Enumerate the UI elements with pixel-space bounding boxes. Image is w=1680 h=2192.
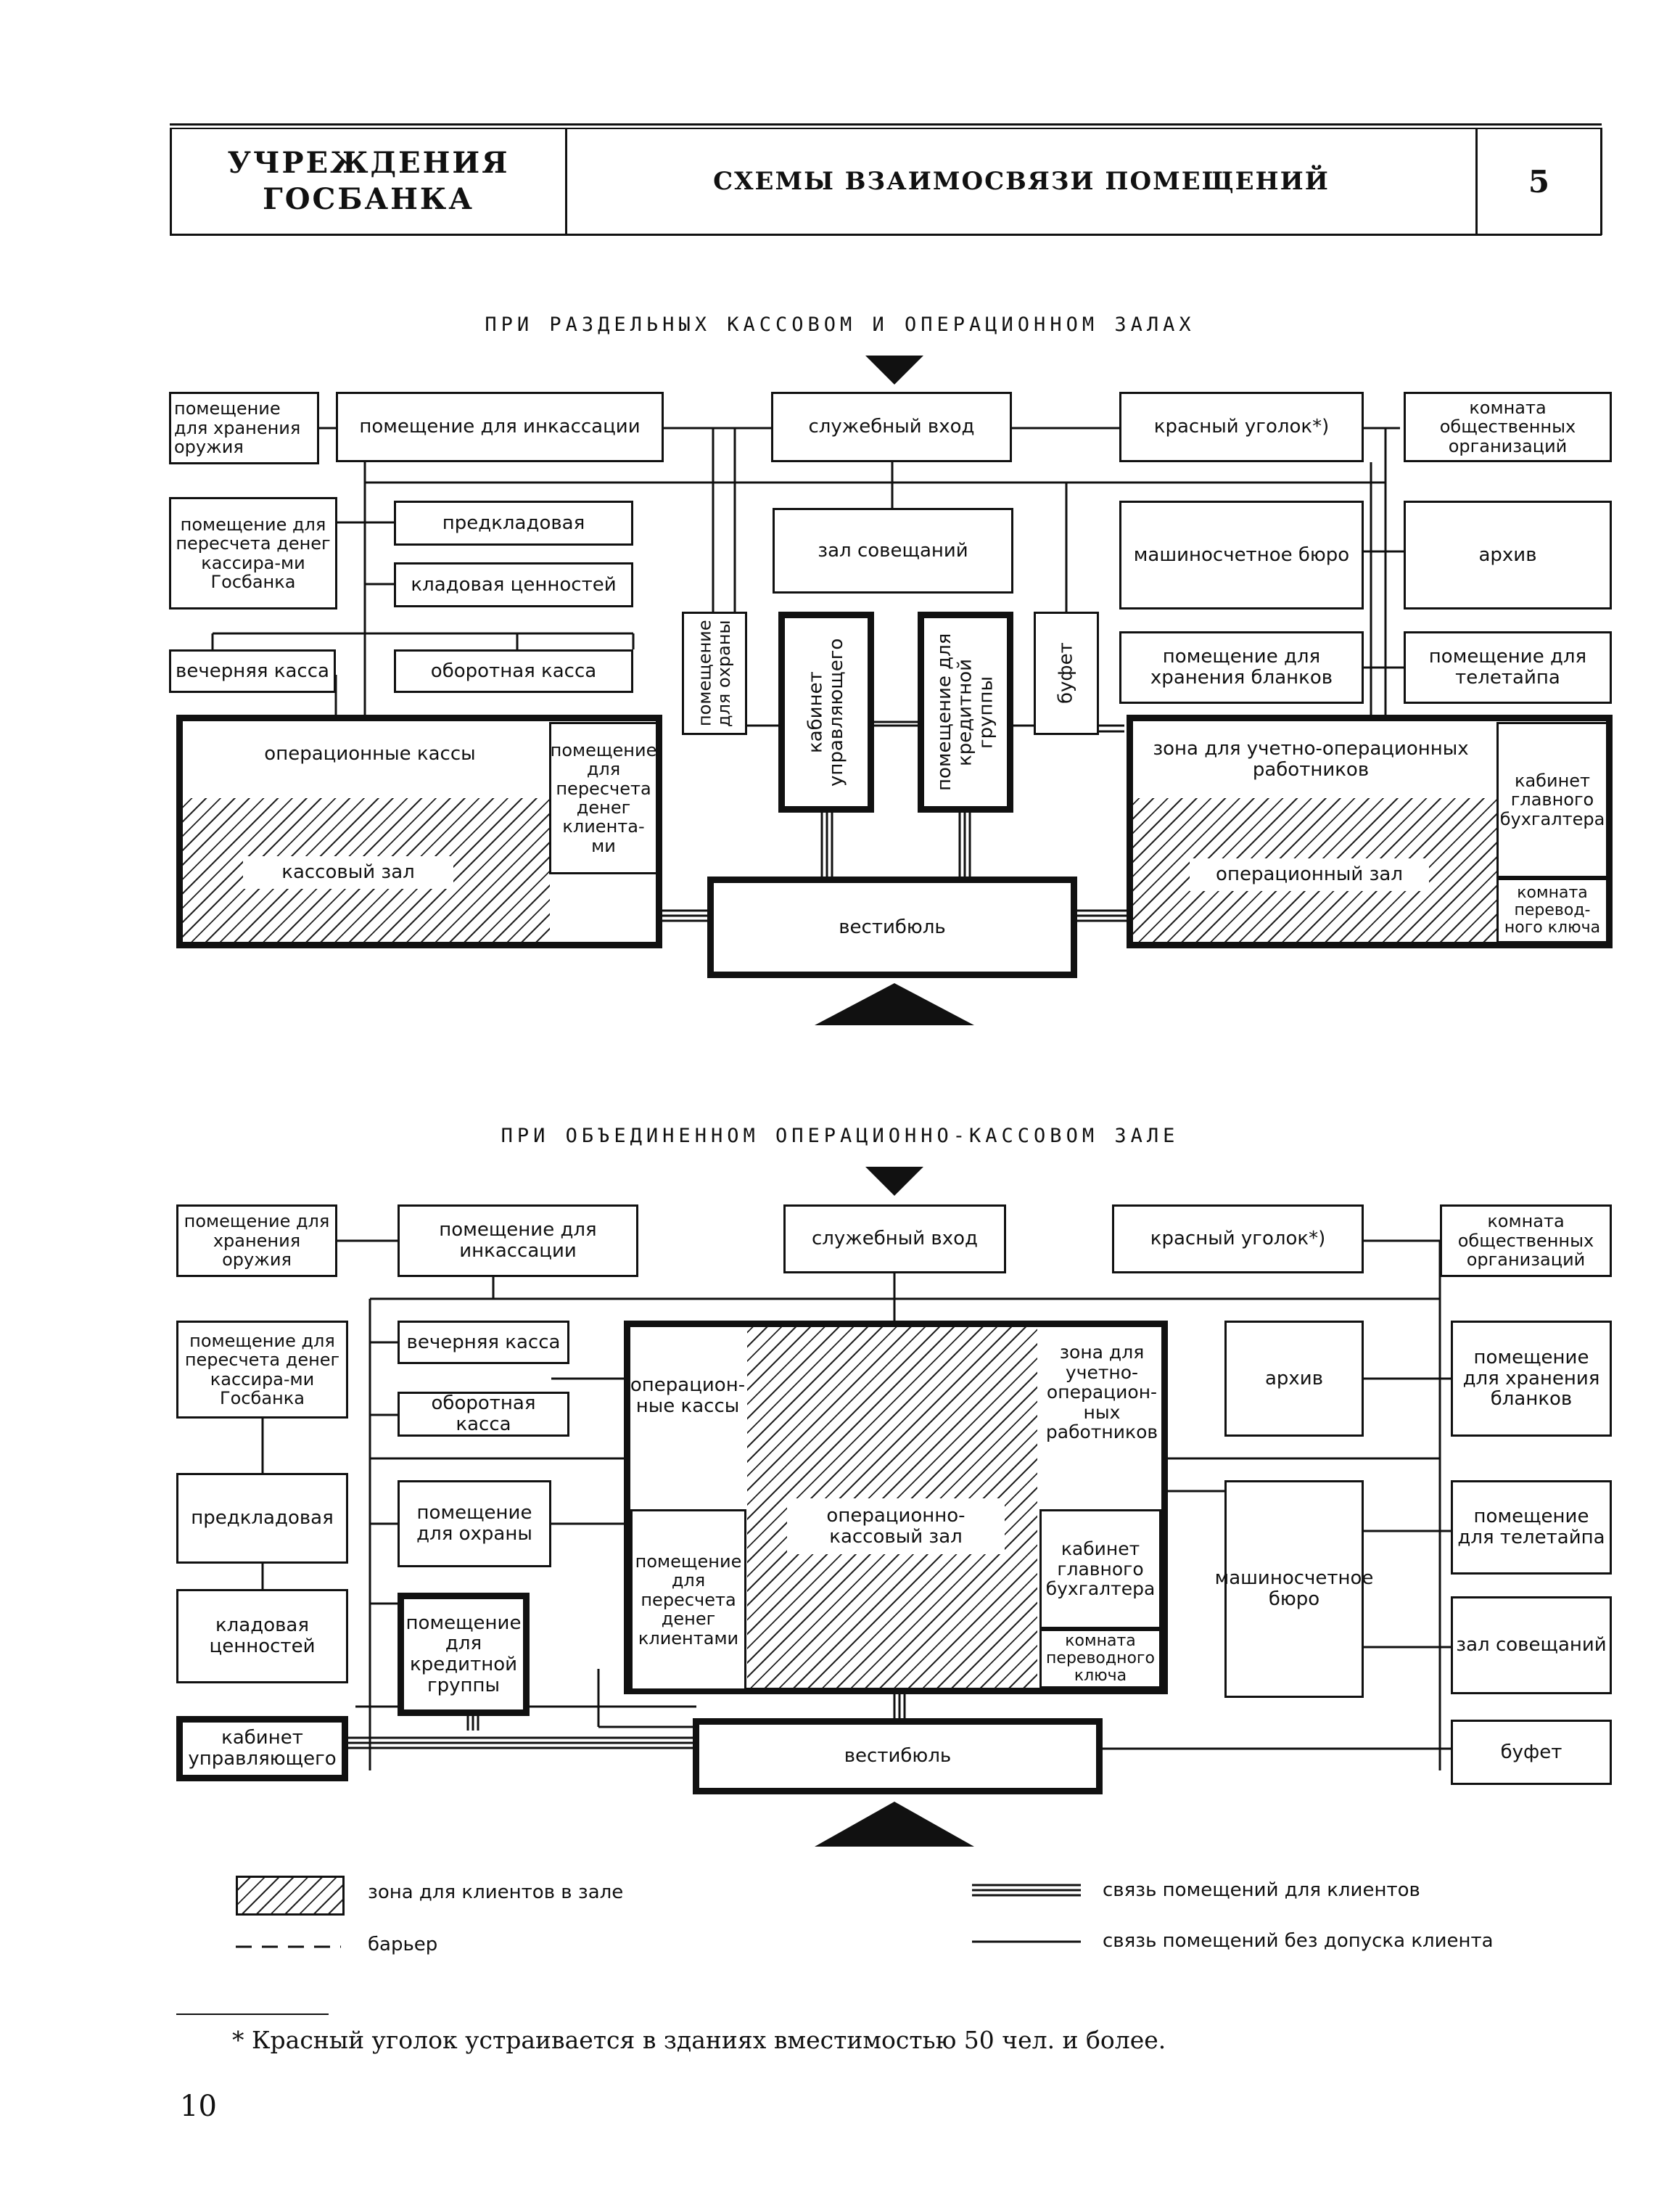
d2-credit-group-room: помещение для кредитной группы — [398, 1593, 530, 1716]
d2-chief-accountant: кабинет главного бухгалтера — [1039, 1509, 1161, 1629]
d2-recount-gosbank: помещение для пересчета денег кассира-ми… — [176, 1321, 348, 1419]
d2-forms-storage: помещение для хранения бланков — [1451, 1321, 1612, 1437]
d1-public-orgs-room: комната общественных организаций — [1404, 392, 1612, 462]
d2-manager-office: кабинет управляющего — [176, 1716, 348, 1781]
diagram2-title: ПРИ ОБЪЕДИНЕННОМ ОПЕРАЦИОННО-КАССОВОМ ЗА… — [501, 1125, 1179, 1147]
legend-client-zone-label: зона для клиентов в зале — [368, 1881, 624, 1903]
d2-computing-bureau: машиносчетное бюро — [1215, 1480, 1373, 1698]
footnote: * Красный уголок устраивается в зданиях … — [232, 2026, 1166, 2054]
legend-client-zone-swatch — [236, 1876, 345, 1916]
d1-recount-gosbank: помещение для пересчета денег кассира-ми… — [169, 497, 337, 609]
page-number: 10 — [180, 2090, 217, 2123]
d2-archive: архив — [1224, 1321, 1364, 1437]
d2-vault: кладовая ценностей — [176, 1589, 348, 1683]
d1-forms-storage: помещение для хранения бланков — [1119, 631, 1364, 704]
d1-chief-accountant: кабинет главного бухгалтера — [1496, 722, 1608, 878]
d2-service-entrance: служебный вход — [783, 1204, 1006, 1273]
d1-teletype-room: помещение для телетайпа — [1404, 631, 1612, 704]
d1-archive: архив — [1404, 501, 1612, 609]
d1-operating-hall: операционный зал — [1190, 858, 1429, 891]
d2-evening-cash: вечерняя касса — [398, 1321, 569, 1364]
d2-weapons-storage: помещение для хранения оружия — [176, 1204, 337, 1277]
header-sheet-number: 5 — [1528, 163, 1550, 200]
d2-red-corner: красный уголок*) — [1112, 1204, 1364, 1273]
d2-vestibule: вестибюль — [693, 1718, 1103, 1794]
d1-meeting-hall: зал совещаний — [773, 508, 1013, 594]
legend-barrier-label: барьер — [368, 1934, 438, 1955]
d1-vault: кладовая ценностей — [394, 562, 633, 607]
d1-working-cash: оборотная касса — [394, 649, 633, 693]
d2-transfer-key-room: комната переводного ключа — [1039, 1629, 1161, 1688]
d2-buffet: буфет — [1451, 1720, 1612, 1785]
d2-collection-room: помещение для инкассации — [398, 1204, 638, 1277]
header-org: УЧРЕЖДЕНИЯ ГОСБАНКА — [227, 146, 510, 216]
d2-meeting-hall: зал совещаний — [1451, 1596, 1612, 1694]
d2-public-orgs-room: комната общественных организаций — [1440, 1204, 1612, 1277]
d1-service-entrance: служебный вход — [771, 392, 1012, 462]
d1-collection-room: помещение для инкассации — [336, 392, 664, 462]
d1-weapons-storage: помещение для хранения оружия — [169, 392, 319, 464]
diagram1-title: ПРИ РАЗДЕЛЬНЫХ КАССОВОМ И ОПЕРАЦИОННОМ З… — [485, 313, 1195, 336]
legend-client-link-label: связь помещений для клиентов — [1103, 1879, 1420, 1901]
d2-teletype-room: помещение для телетайпа — [1451, 1480, 1612, 1575]
d1-vestibule: вестибюль — [707, 877, 1077, 978]
d2-accounting-zone: зона для учетно-операцион-ных работников — [1045, 1342, 1158, 1442]
d2-combined-hall: операционно-кассовый зал — [787, 1498, 1005, 1555]
d1-transfer-key-room: комната перевод-ного ключа — [1496, 878, 1608, 943]
d1-computing-bureau: машиносчетное бюро — [1119, 501, 1364, 609]
d1-red-corner: красный уголок*) — [1119, 392, 1364, 462]
d1-pre-vault: предкладовая — [394, 501, 633, 546]
d1-evening-cash: вечерняя касса — [169, 649, 336, 693]
d2-working-cash: оборотная касса — [398, 1392, 569, 1437]
d1-accounting-zone: зона для учетно-операционных работников — [1153, 738, 1469, 781]
d2-operating-cash-desks: операцион-ные кассы — [630, 1374, 746, 1417]
legend-staff-link-label: связь помещений без допуска клиента — [1103, 1930, 1494, 1952]
d1-cash-hall: кассовый зал — [243, 856, 453, 889]
d1-recount-clients: помещение для пересчета денег клиента-ми — [549, 722, 658, 874]
d2-guard-room: помещение для охраны — [398, 1480, 551, 1567]
header-title: СХЕМЫ ВЗАИМОСВЯЗИ ПОМЕЩЕНИЙ — [713, 167, 1330, 196]
d2-pre-vault: предкладовая — [176, 1473, 348, 1564]
d1-operating-cash-desks: операционные кассы — [264, 743, 476, 765]
d2-recount-clients: помещение для пересчета денег клиентами — [630, 1509, 746, 1691]
